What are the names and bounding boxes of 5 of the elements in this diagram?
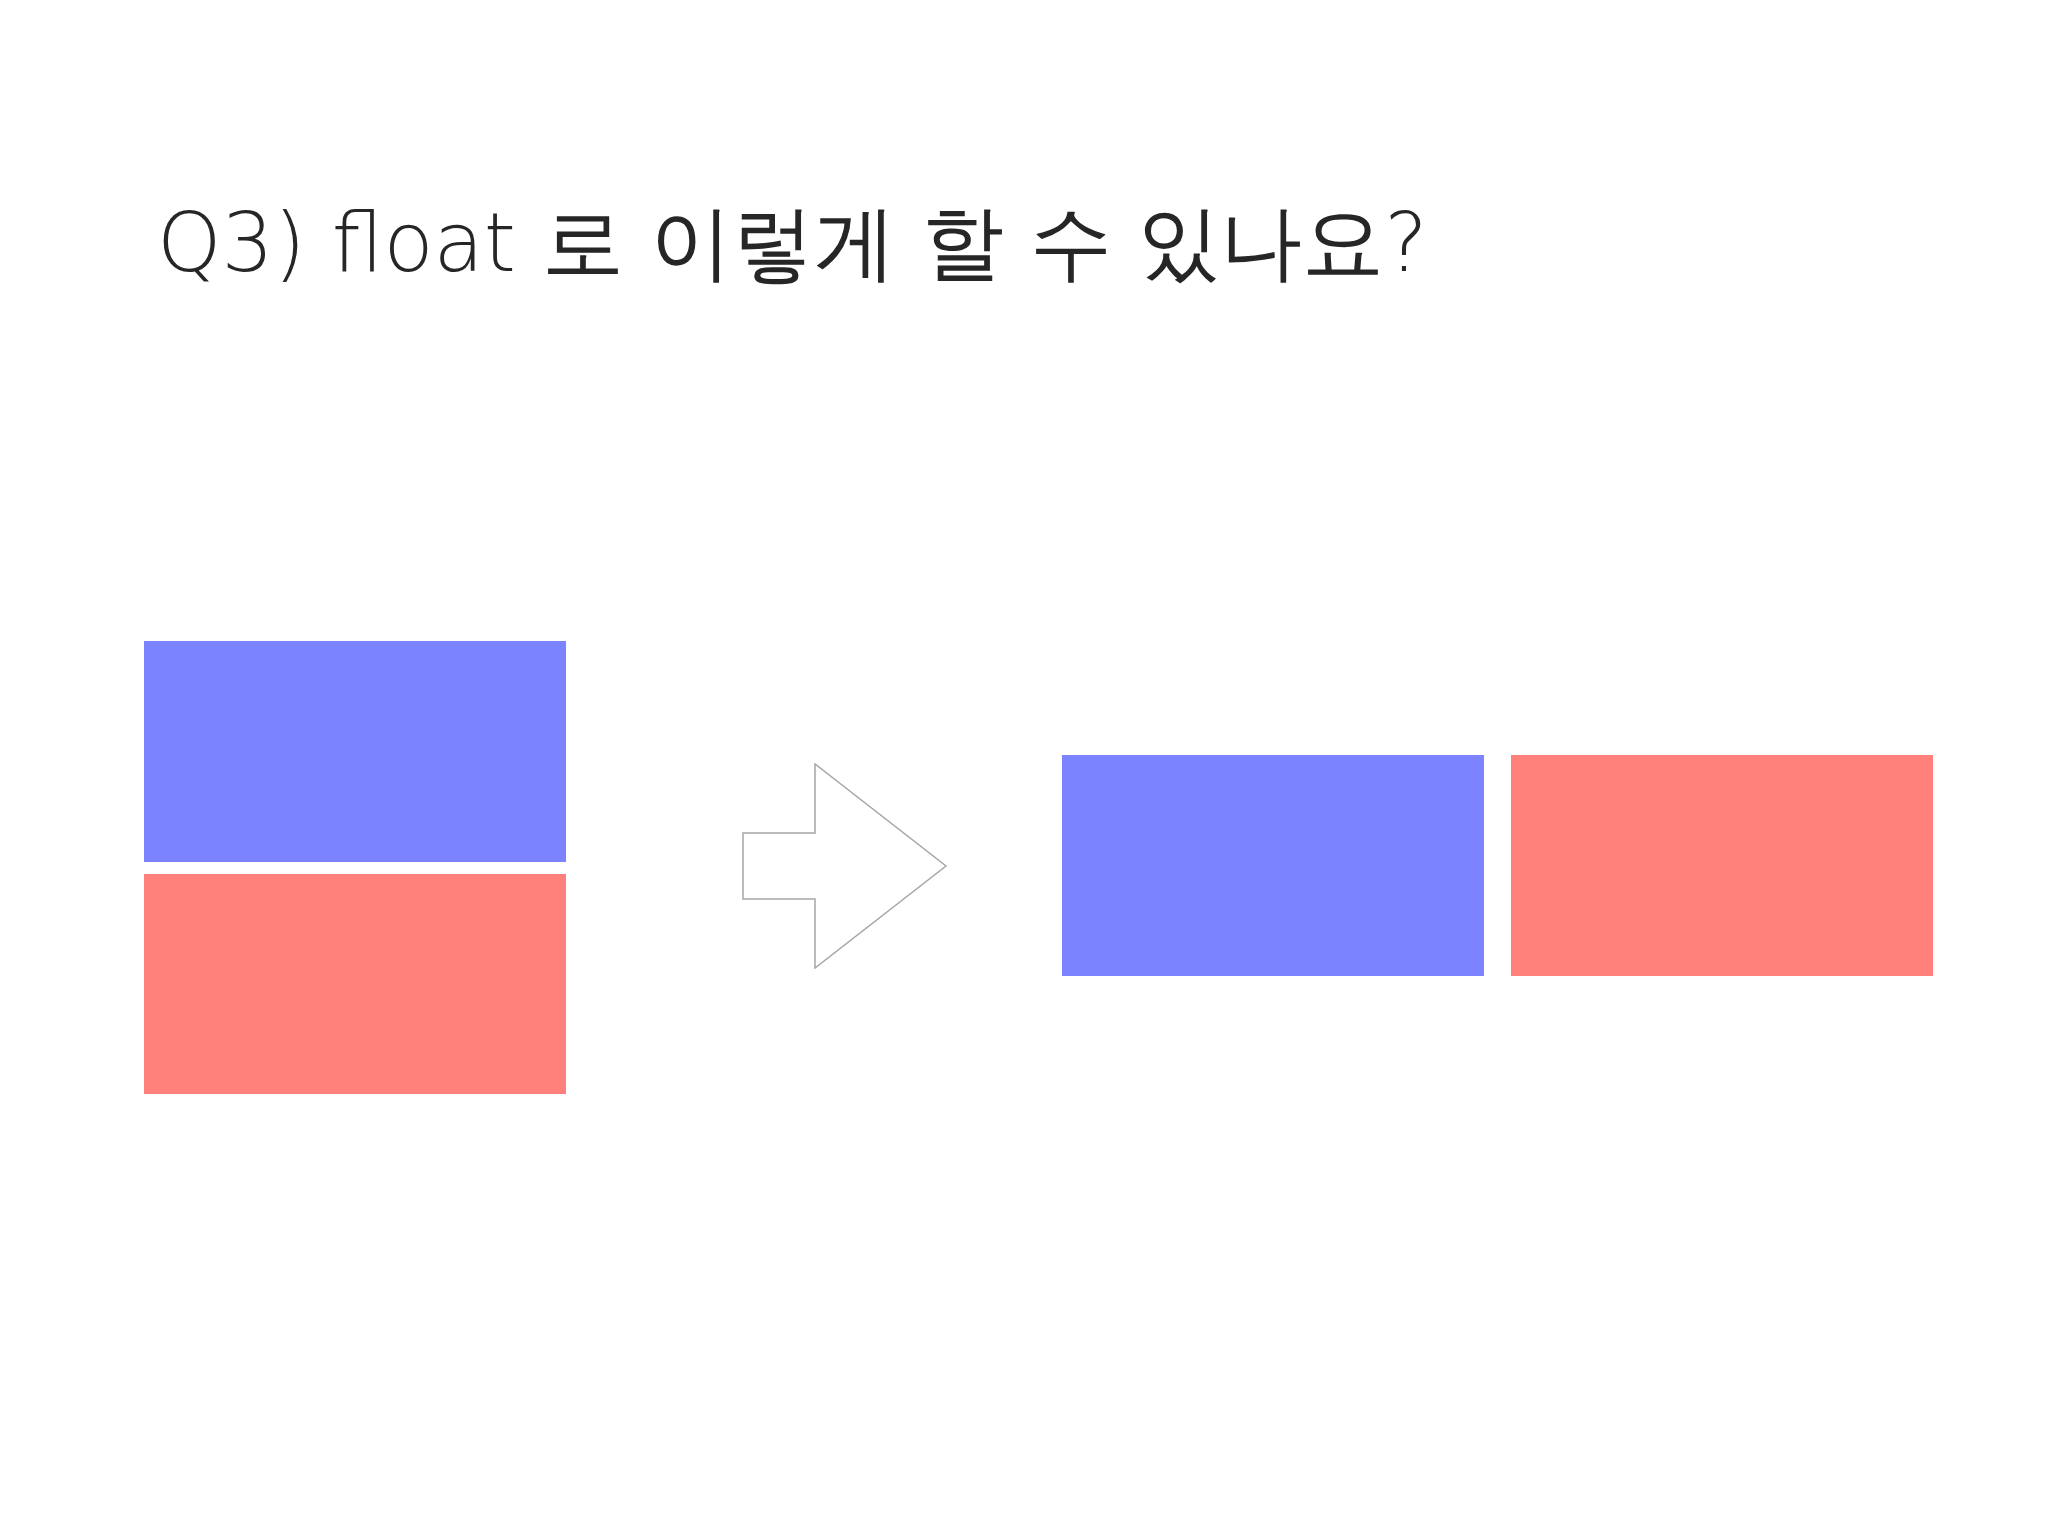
color-block: [1062, 755, 1484, 976]
color-block: [1511, 755, 1933, 976]
color-block: [144, 641, 566, 862]
slide-title: Q3) float 로 이렇게 할 수 있나요?: [157, 194, 1428, 292]
color-block: [144, 874, 566, 1094]
